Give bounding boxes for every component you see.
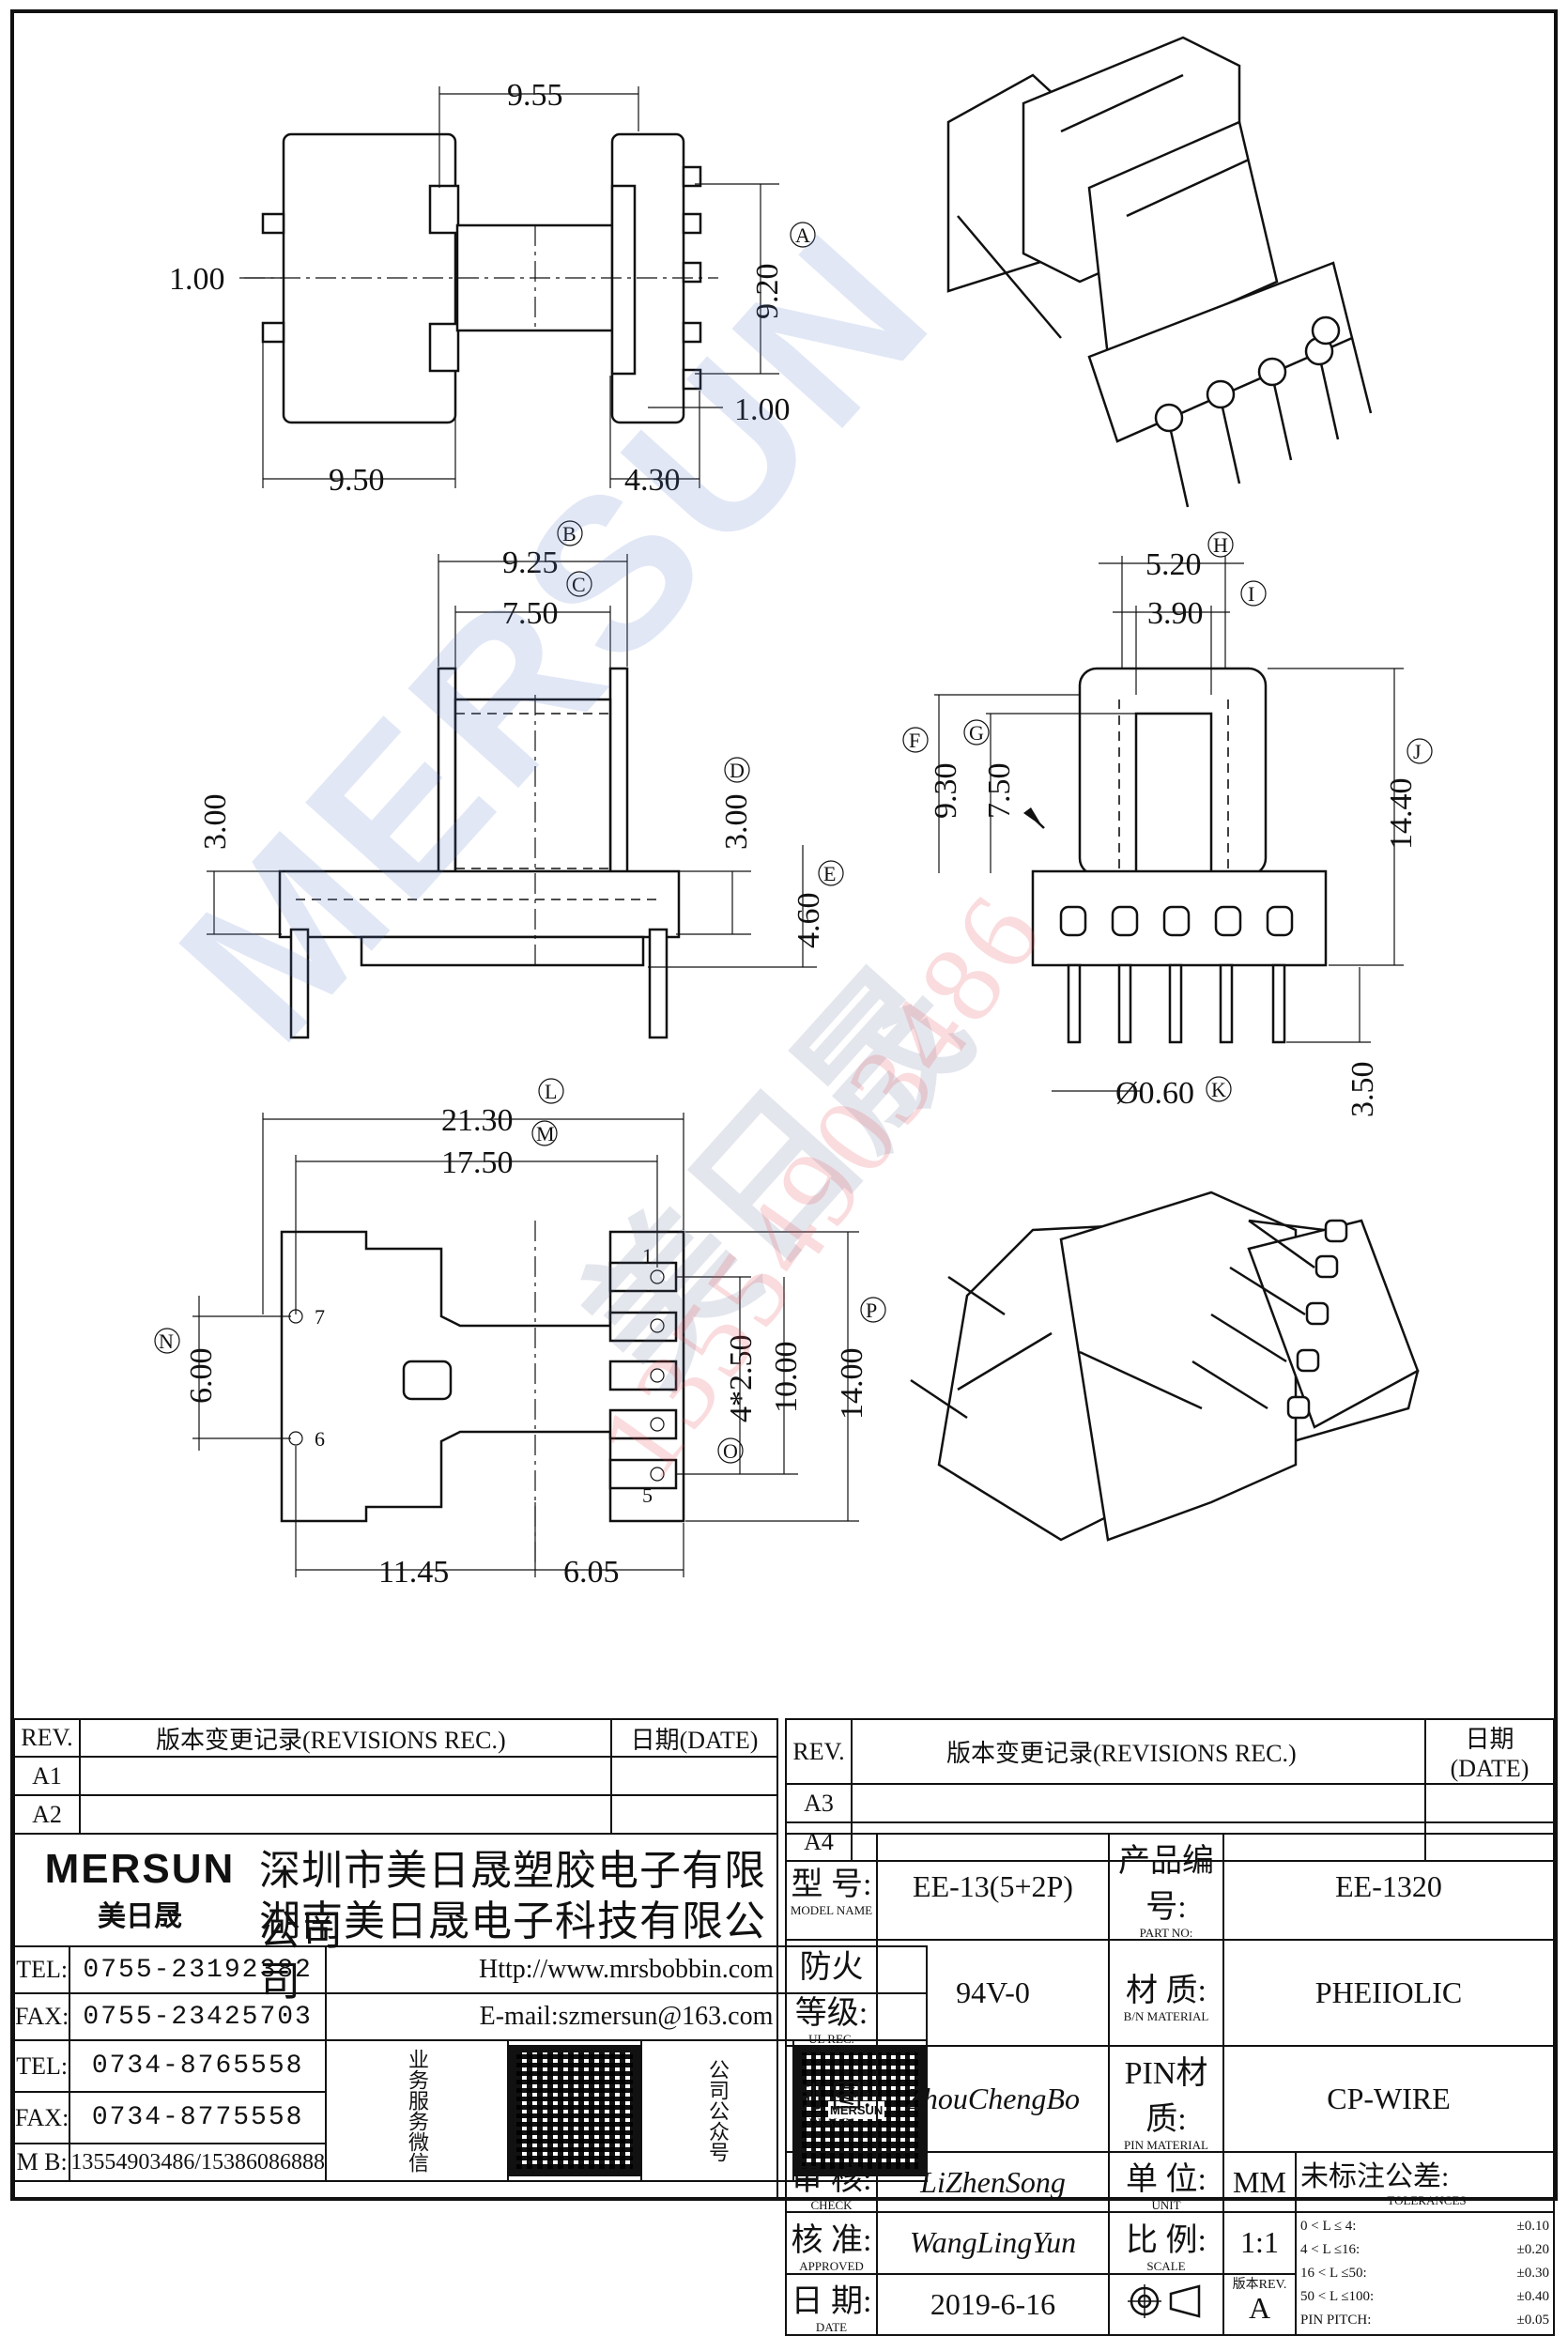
callout-d: D (730, 759, 745, 782)
model-value: EE-13(5+2P) (876, 1833, 1110, 1941)
check-value: LiZhenSong (876, 2151, 1110, 2213)
dim-4-30: 4.30 (624, 463, 681, 498)
callout-e: E (823, 862, 836, 885)
qr2-label: 公司公众号 (639, 2039, 794, 2182)
dim-9-50: 9.50 (329, 463, 385, 498)
pin-material-value: CP-WIRE (1222, 2045, 1555, 2153)
callout-k: K (1211, 1078, 1226, 1101)
dim-pin-dia: Ø0.60 (1115, 1076, 1194, 1111)
dim-7-50: 7.50 (502, 596, 559, 631)
qr-code-wechat (506, 2039, 642, 2182)
company-block: MERSUN 美日晟 深圳市美日晟塑胶电子有限公司 湖南美日晟电子科技有限公司 … (12, 1833, 928, 2199)
callout-g: G (969, 721, 984, 745)
date-value: 2019-6-16 (876, 2272, 1110, 2336)
dim-3-90: 3.90 (1147, 596, 1204, 631)
dim-1-00-right: 1.00 (734, 392, 791, 427)
dim-17-50: 17.50 (441, 1145, 514, 1180)
callout-p: P (866, 1299, 877, 1322)
bottom-view: 7 6 1 5 21.30 L 17.50 M 6.00 N 4*2.50 O … (154, 1078, 886, 1590)
dim-10-00: 10.00 (769, 1342, 804, 1414)
material-value: PHEIIOLIC (1222, 1939, 1555, 2047)
drawn-value: ZhouChengBo (876, 2045, 1110, 2153)
dim-14-40: 14.40 (1384, 778, 1419, 851)
scale-value: 1:1 (1222, 2211, 1297, 2275)
callout-b: B (562, 522, 576, 546)
pin-number-1: 1 (642, 1244, 653, 1268)
dim-21-30: 21.30 (441, 1103, 514, 1138)
third-angle-projection-icon (1128, 2283, 1201, 2318)
ul-value: 94V-0 (876, 1939, 1110, 2047)
dim-9-20: 9.20 (750, 264, 785, 320)
company-name-1: 深圳市美日晟塑胶电子有限公司 (259, 1847, 766, 1955)
callout-m: M (536, 1122, 555, 1145)
dim-6-05: 6.05 (563, 1555, 620, 1590)
callout-o: O (723, 1439, 738, 1463)
dim-4-60: 4.60 (792, 893, 826, 949)
iso-view-bottom (910, 1191, 1420, 1542)
pin-number-5: 5 (642, 1483, 653, 1507)
unit-value: MM (1222, 2151, 1297, 2213)
spec-table: 型 号:MODEL NAME EE-13(5+2P) 产品编号:PART NO:… (785, 1833, 1555, 2336)
pin-number-6: 6 (315, 1427, 325, 1451)
dim-9-30: 9.30 (929, 763, 963, 820)
technical-drawing: 9.55 9.20 A 1.00 1.00 9.50 4.30 (10, 9, 1558, 2201)
callout-j: J (1413, 740, 1422, 763)
callout-f: F (909, 729, 920, 752)
dim-6-00: 6.00 (184, 1348, 219, 1405)
pin-number-7: 7 (315, 1305, 325, 1329)
callout-a: A (795, 223, 810, 247)
dim-11-45: 11.45 (378, 1555, 449, 1590)
revision-table-left: REV. 版本变更记录(REVISIONS REC.) 日期(DATE) A1 … (13, 1718, 778, 1835)
callout-n: N (159, 1329, 174, 1353)
dim-9-25: 9.25 (502, 546, 559, 580)
qr1-label: 业务服务微信 (324, 2039, 509, 2182)
dim-5-20: 5.20 (1145, 547, 1202, 582)
callout-i: I (1248, 582, 1254, 606)
dim-9-55: 9.55 (507, 78, 563, 113)
end-view: 5.20 H 3.90 I 9.30 F 7.50 G 14.40 J 3.50… (902, 531, 1433, 1118)
version-value: A (1248, 2290, 1271, 2325)
tolerance-list: 0 < L ≤ 4:±0.10 4 < L ≤16:±0.20 16 < L ≤… (1295, 2211, 1555, 2336)
company-logo: MERSUN 美日晟 (44, 1846, 236, 1932)
projection-symbol (1108, 2272, 1224, 2336)
dim-3-00-right: 3.00 (719, 794, 754, 851)
side-view: 9.25 B 7.50 C 3.00 3.00 D 4.60 E (198, 520, 844, 1039)
callout-h: H (1213, 533, 1228, 557)
top-view: 9.55 9.20 A 1.00 1.00 9.50 4.30 (169, 78, 816, 498)
dim-14-00: 14.00 (835, 1348, 869, 1421)
iso-view-top (946, 36, 1373, 508)
approved-value: WangLingYun (876, 2211, 1110, 2275)
dim-pitch: 4*2.50 (724, 1335, 759, 1423)
dim-3-50: 3.50 (1345, 1062, 1380, 1118)
dim-3-00-left: 3.00 (198, 794, 233, 851)
part-no-value: EE-1320 (1222, 1833, 1555, 1941)
dim-1-00-left: 1.00 (169, 262, 225, 297)
title-block: REV. 版本变更记录(REVISIONS REC.) 日期(DATE) A1 … (12, 1718, 1555, 2336)
callout-c: C (572, 573, 586, 596)
callout-l: L (545, 1080, 557, 1103)
dim-7-50-end: 7.50 (982, 763, 1017, 820)
sheet-border (10, 9, 1558, 2201)
